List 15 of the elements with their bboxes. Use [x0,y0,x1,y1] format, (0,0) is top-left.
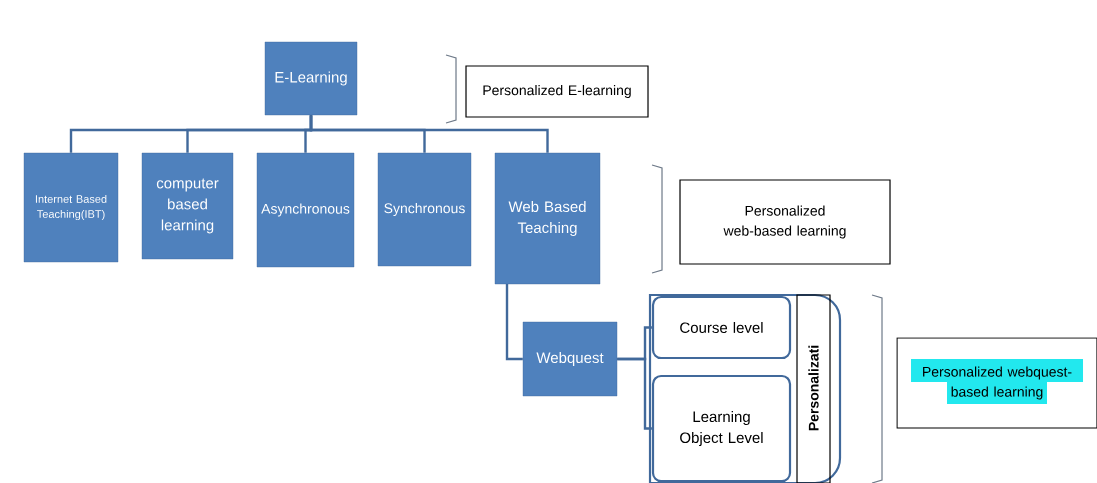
process-box: Synchronous [377,152,472,267]
process-box: Web Based Teaching [494,152,601,285]
process-box: Asynchronous [256,152,355,268]
text-box: Personalized E-learning [465,65,649,118]
text-box: Personalized webquest-based learning [896,337,1097,429]
process-box: Internet Based Teaching(IBT) [23,152,119,263]
rounded-box: Learning Object Level [651,374,792,483]
process-box: Webquest [522,321,618,397]
connector [309,115,549,153]
process-box: E-Learning [264,41,358,116]
connector [617,357,652,430]
process-box: computer based learning [141,152,234,260]
connector [505,284,523,361]
rounded-box: Course level [651,295,792,360]
text-box: Personalized web-based learning [679,179,891,265]
